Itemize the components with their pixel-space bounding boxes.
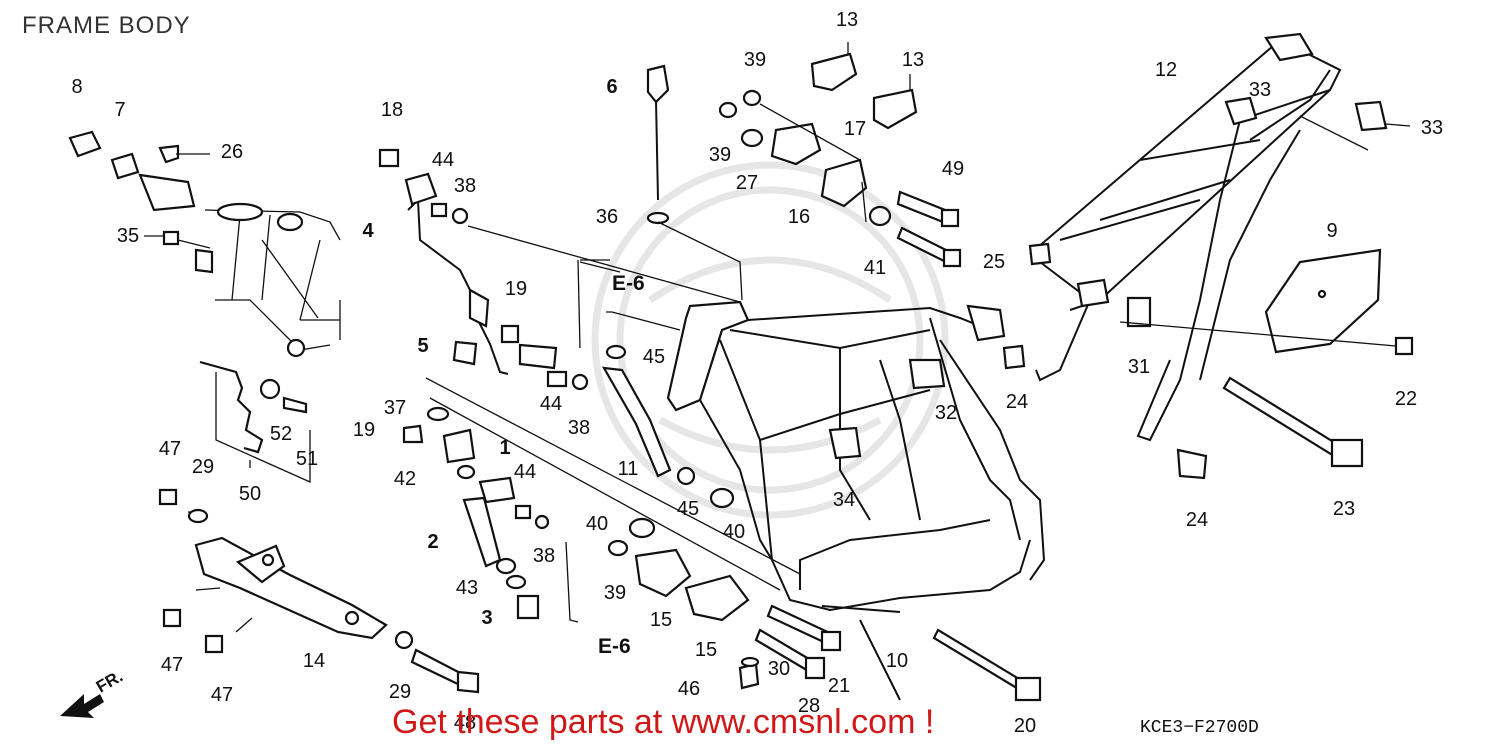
callout-31: 31	[1127, 356, 1151, 378]
steering-head-detail	[194, 202, 341, 358]
callout-50: 50	[238, 483, 262, 505]
callout-5: 5	[417, 335, 429, 357]
callout-20: 20	[1013, 715, 1037, 737]
callout-39: 39	[603, 582, 627, 604]
callout-48: 48	[453, 712, 477, 734]
callout-29-b: 29	[388, 681, 412, 703]
key-and-lock	[68, 130, 211, 249]
callout-37: 37	[383, 397, 407, 419]
callout-45: 45	[642, 346, 666, 368]
callout-2: 2	[427, 531, 439, 553]
callout-35: 35	[116, 225, 140, 247]
front-direction-arrow	[60, 694, 104, 718]
callout-9: 9	[1326, 220, 1338, 242]
callout-10: 10	[885, 650, 909, 672]
callout-44: 44	[431, 149, 455, 171]
callout-43: 43	[455, 577, 479, 599]
callout-24-b: 24	[1185, 509, 1209, 531]
main-frame-10	[666, 300, 1046, 701]
rod-assembly-4	[378, 148, 741, 391]
callout-16: 16	[787, 206, 811, 228]
callout-38-b: 38	[567, 417, 591, 439]
callout-33: 33	[1248, 79, 1272, 101]
callout-49: 49	[941, 158, 965, 180]
callout-11: 11	[617, 458, 639, 480]
diagram-code: KCE3−F2700D	[1140, 718, 1259, 738]
callout-19: 19	[504, 278, 528, 300]
callout-47: 47	[158, 438, 182, 460]
step-bracket-14	[158, 488, 480, 694]
callout-34: 34	[832, 489, 856, 511]
promo-link-text[interactable]: Get these parts at www.cmsnl.com !	[392, 703, 935, 741]
side-cover-9	[1119, 248, 1414, 480]
reference-e6-top: E-6	[612, 272, 645, 295]
callout-32: 32	[934, 402, 958, 424]
callout-22: 22	[1394, 388, 1418, 410]
reference-e6-bottom: E-6	[598, 635, 631, 658]
callout-4: 4	[362, 220, 374, 242]
callout-29: 29	[191, 456, 215, 478]
shock-linkage-parts	[402, 377, 801, 623]
callout-15-b: 15	[694, 639, 718, 661]
callout-26: 26	[220, 141, 244, 163]
callout-39-b: 39	[743, 49, 767, 71]
callout-33-b: 33	[1420, 117, 1444, 139]
callout-44-c: 44	[513, 461, 537, 483]
callout-13: 13	[835, 9, 859, 31]
engine-mount-plates	[607, 487, 1042, 702]
callout-7: 7	[114, 99, 126, 121]
callout-6: 6	[606, 76, 618, 98]
dipstick-and-hose	[580, 64, 743, 486]
callout-21: 21	[827, 675, 851, 697]
callout-41: 41	[863, 257, 887, 279]
callout-28: 28	[797, 695, 821, 717]
callout-45-b: 45	[676, 498, 700, 520]
callout-12: 12	[1154, 59, 1178, 81]
callout-14: 14	[302, 650, 326, 672]
callout-1: 1	[499, 437, 511, 459]
callout-8: 8	[71, 76, 83, 98]
subframe-12	[1002, 32, 1411, 442]
callout-46: 46	[677, 678, 701, 700]
callout-51: 51	[295, 448, 319, 470]
callout-23: 23	[1332, 498, 1356, 520]
callout-3: 3	[481, 607, 493, 629]
callout-42: 42	[393, 468, 417, 490]
callout-15: 15	[649, 609, 673, 631]
callout-40: 40	[722, 521, 746, 543]
callout-17: 17	[843, 118, 867, 140]
callout-38-c: 38	[532, 545, 556, 567]
callout-44-b: 44	[539, 393, 563, 415]
callout-40-b: 40	[585, 513, 609, 535]
callout-30: 30	[767, 658, 791, 680]
callout-39-c: 39	[708, 144, 732, 166]
callout-19-b: 19	[352, 419, 376, 441]
callout-27: 27	[735, 172, 759, 194]
callout-13-b: 13	[901, 49, 925, 71]
diagram-title: FRAME BODY	[22, 12, 191, 39]
callout-25: 25	[982, 251, 1006, 273]
callout-18: 18	[380, 99, 404, 121]
callout-24: 24	[1005, 391, 1029, 413]
bracket-parts-50-52	[199, 360, 311, 484]
callout-36: 36	[595, 206, 619, 228]
callout-47-b: 47	[160, 654, 184, 676]
callout-38: 38	[453, 175, 477, 197]
callout-52: 52	[269, 423, 293, 445]
upper-brackets	[718, 42, 962, 268]
callout-47-c: 47	[210, 684, 234, 706]
